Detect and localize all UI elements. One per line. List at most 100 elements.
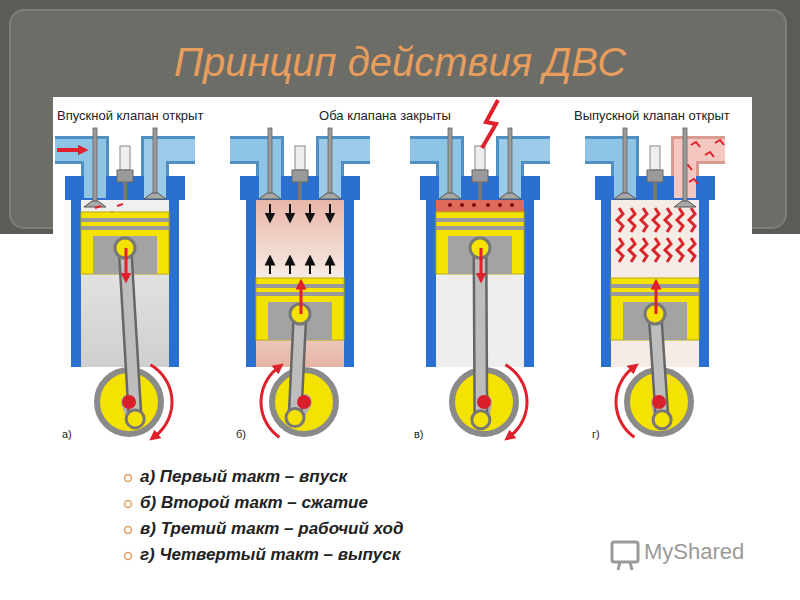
drawing-part [630, 562, 632, 570]
rotation-arrow [506, 365, 527, 437]
exhaust-gas [677, 238, 683, 262]
valve-head [319, 193, 341, 199]
valve-stem [93, 128, 97, 202]
valve-stem [448, 128, 452, 194]
combustion [460, 203, 464, 207]
valve-head [674, 201, 696, 207]
stroke-item: а) Первый такт – впуск [140, 467, 580, 487]
exhaust-gas [705, 152, 714, 157]
intake-port [410, 150, 450, 198]
exhaust-gas [665, 208, 671, 232]
figure-letter: б) [236, 428, 260, 441]
pressure-arrow [269, 260, 271, 274]
valve-stem [683, 128, 687, 202]
engine-cylinder [55, 128, 195, 437]
connecting-rod [125, 248, 135, 419]
spark-plug [472, 170, 488, 182]
drawing-part [612, 542, 638, 562]
intake-port [230, 150, 270, 198]
valve-stem [328, 128, 332, 194]
exhaust-gas [653, 208, 659, 232]
exhaust-gas [653, 238, 659, 262]
pressure-arrow [329, 204, 331, 218]
stroke-item: б) Второй такт – сжатие [140, 493, 580, 513]
bullet-marker [125, 475, 132, 482]
exhaust-port [510, 150, 550, 198]
combustion [486, 203, 490, 207]
watermark-icon [612, 542, 638, 570]
drawing-part [618, 562, 620, 570]
connecting-rod [475, 248, 486, 420]
exhaust-gas [677, 208, 683, 232]
engine-cylinder [410, 100, 550, 437]
rotation-arrow [616, 367, 634, 437]
exhaust-port [155, 150, 195, 198]
crank-axis [122, 395, 136, 409]
spark-plug [120, 146, 130, 170]
pressure-arrow [269, 204, 271, 218]
valve-head [259, 193, 281, 199]
motion-arrow [300, 284, 303, 314]
spark-plug [123, 182, 127, 200]
valve-stem [508, 128, 512, 194]
crank-axis [297, 395, 311, 409]
figure-letter: г) [592, 428, 616, 441]
fuel-mixture [117, 204, 123, 206]
exhaust-gas [665, 238, 671, 262]
valve-stem [153, 128, 157, 194]
crank-pin [472, 411, 490, 429]
engine-cylinder [585, 128, 725, 437]
watermark: MyShared [644, 539, 784, 565]
exhaust-gas [641, 238, 647, 262]
combustion [498, 203, 502, 207]
valve-head [439, 193, 461, 199]
exhaust-gas [629, 208, 635, 232]
pressure-arrow [289, 204, 291, 218]
spark-plug [650, 146, 660, 170]
motion-arrow [655, 284, 658, 314]
piston-ring [436, 226, 524, 230]
rotation-arrow [151, 365, 172, 437]
spark-bolt [482, 100, 498, 148]
exhaust-gas [689, 238, 695, 262]
piston-ring [436, 218, 524, 222]
spark-plug [647, 170, 663, 182]
spark-plug [117, 170, 133, 182]
spark-plug [653, 182, 657, 200]
piston-ring [81, 226, 169, 230]
valve-state-label: Оба клапана закрыты [300, 108, 470, 124]
fuel-mixture [95, 206, 101, 208]
crank-pin [653, 411, 671, 429]
crank-axis [477, 395, 491, 409]
valve-head [614, 193, 636, 199]
intake-port [585, 150, 625, 198]
valve-state-label: Выпускной клапан открыт [574, 108, 750, 124]
spark-plug [475, 146, 485, 170]
crank-pin [126, 410, 144, 428]
valve-stem [623, 128, 627, 194]
bullet-marker [125, 553, 132, 560]
pressure-arrow [329, 260, 331, 274]
crank-axis [652, 395, 666, 409]
rotation-arrow [261, 367, 279, 437]
valve-stem [268, 128, 272, 194]
combustion [510, 203, 514, 207]
crank-pin [286, 409, 304, 427]
exhaust-gas [715, 140, 724, 145]
exhaust-gas [689, 179, 698, 184]
exhaust-gas [689, 208, 695, 232]
exhaust-port [685, 150, 725, 198]
exhaust-gas [691, 142, 700, 147]
spark-plug [298, 182, 302, 200]
bullet-marker [125, 501, 132, 508]
bullet-marker [125, 527, 132, 534]
exhaust-gas [617, 238, 623, 262]
engine-cylinder [230, 128, 370, 437]
flow-arrow [57, 148, 83, 152]
motion-arrow [125, 248, 128, 278]
combustion [472, 203, 476, 207]
valve-head [499, 193, 521, 199]
picture-panel [53, 97, 752, 450]
